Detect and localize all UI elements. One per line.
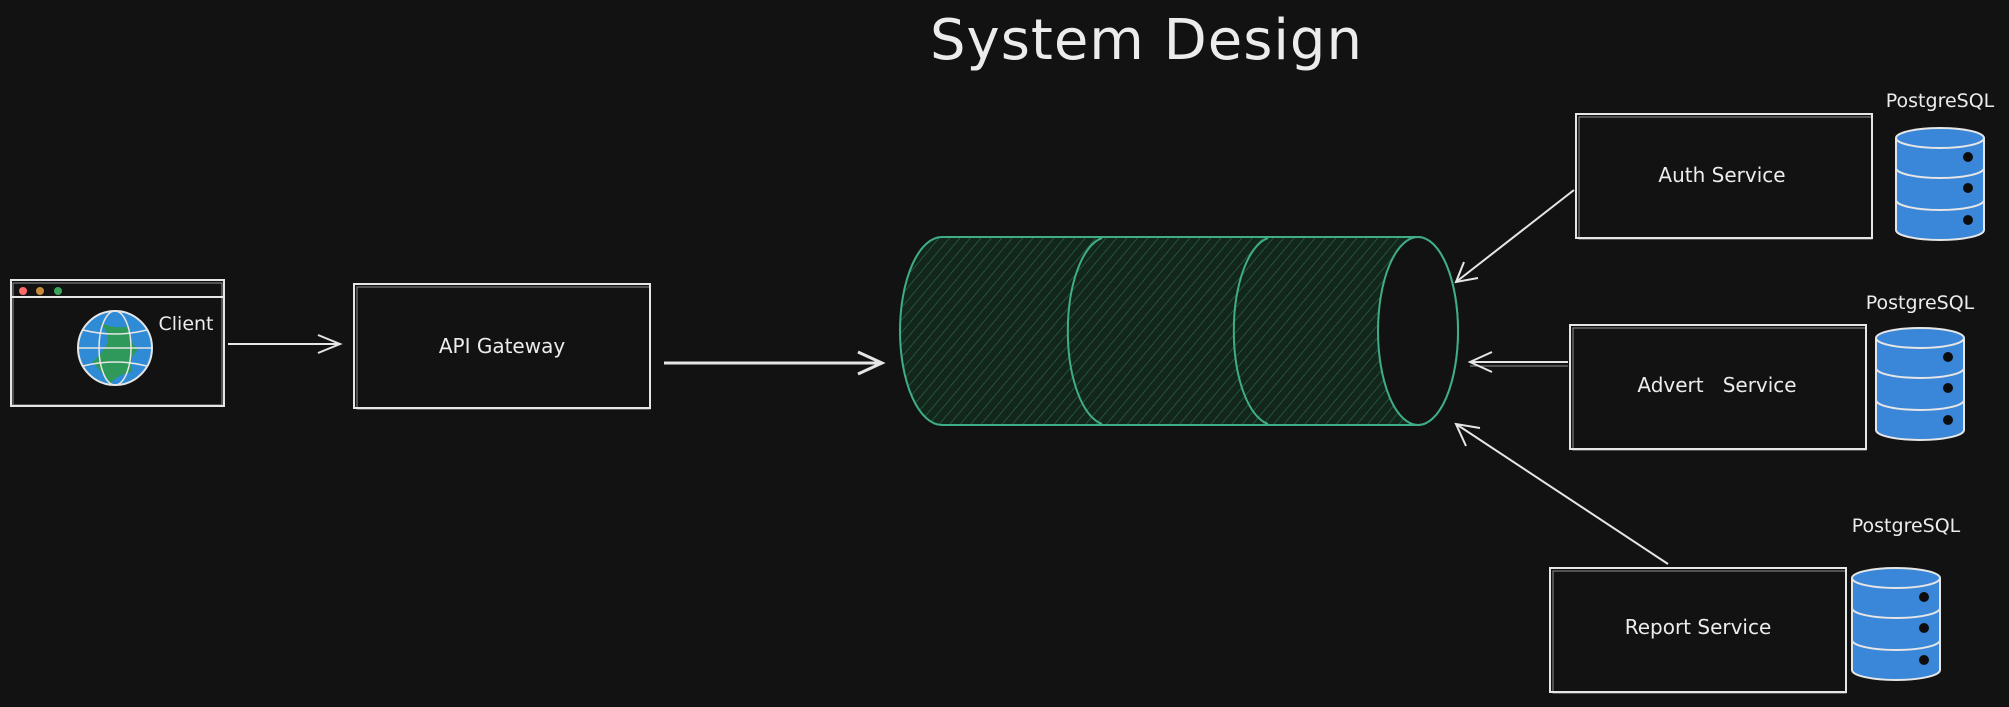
diagram-title: System Design	[930, 8, 1363, 73]
auth-service-box[interactable]	[1575, 113, 1873, 240]
globe-icon	[77, 310, 153, 386]
arrow-auth-to-queue	[1454, 189, 1575, 284]
auth-db-label: PostgreSQL	[1885, 90, 1995, 112]
auth-service-label: Auth Service	[1658, 163, 1786, 187]
report-db-label: PostgreSQL	[1851, 515, 1961, 537]
arrow-advert-to-queue	[1467, 351, 1568, 373]
arrow-client-to-gateway	[228, 334, 343, 354]
api-gateway-box[interactable]	[353, 283, 651, 410]
client-label: Client	[158, 313, 214, 335]
database-icon[interactable]	[1851, 567, 1941, 681]
report-service-box[interactable]	[1549, 567, 1847, 694]
database-icon[interactable]	[1895, 127, 1985, 241]
client-window[interactable]	[10, 279, 225, 407]
database-icon[interactable]	[1875, 327, 1965, 441]
advert-service-label: Advert Service	[1637, 373, 1797, 397]
window-maximize-dot	[54, 287, 62, 295]
report-service-label: Report Service	[1624, 615, 1772, 639]
queue-front-face	[1377, 236, 1459, 426]
advert-db-label: PostgreSQL	[1865, 292, 1975, 314]
window-minimize-dot	[36, 287, 44, 295]
queue-segment-divider	[1066, 237, 1103, 425]
advert-service-box[interactable]	[1569, 324, 1867, 451]
arrow-report-to-queue	[1454, 422, 1669, 565]
window-close-dot	[19, 287, 27, 295]
queue-segment-divider	[1232, 237, 1269, 425]
message-queue-cylinder[interactable]	[899, 236, 1459, 426]
arrow-gateway-to-queue	[664, 350, 886, 376]
api-gateway-label: API Gateway	[438, 334, 566, 358]
